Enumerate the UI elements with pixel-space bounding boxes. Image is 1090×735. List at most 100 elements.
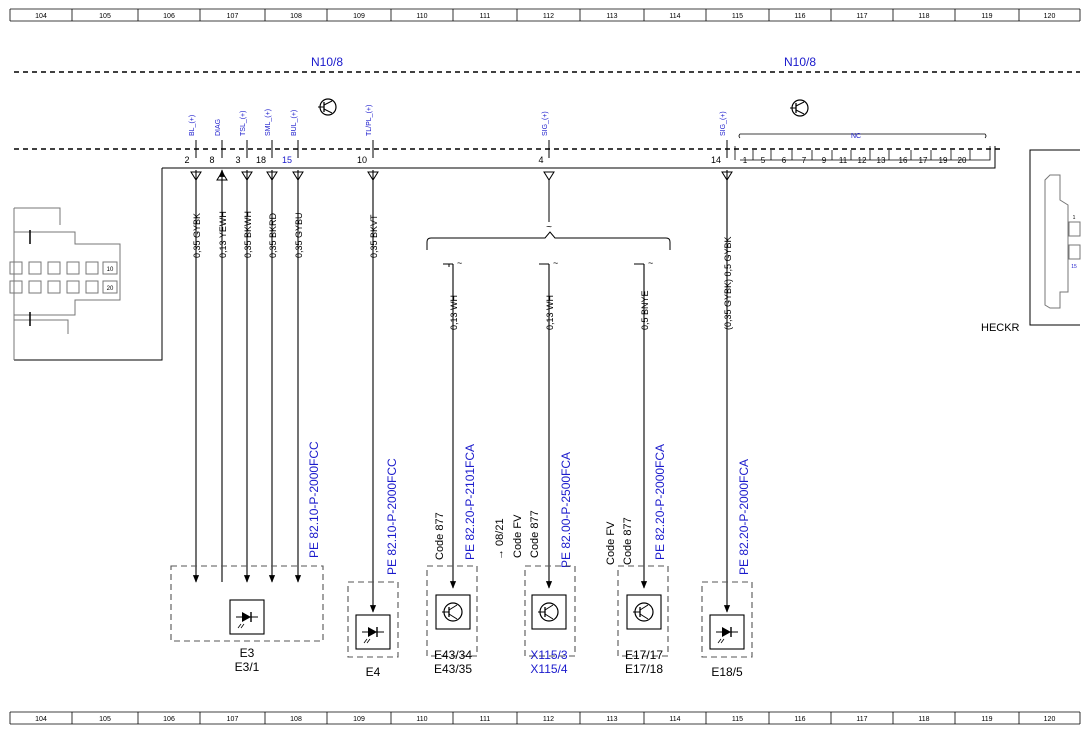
component-label[interactable]: X115/4 <box>530 662 567 676</box>
wire-label[interactable]: 0,35 BKRD <box>268 212 278 258</box>
module-label-right[interactable]: N10/8 <box>784 55 816 69</box>
nc-bracket <box>738 133 987 139</box>
pin-signal-label: SIG_(+) <box>720 111 727 136</box>
splice-bracket <box>426 231 671 250</box>
pin-signal-label: TSL_(+) <box>240 111 247 136</box>
tilde-mark: ~ <box>648 258 653 268</box>
nc-pin-number: 20 <box>958 156 967 165</box>
module-label-left[interactable]: N10/8 <box>311 55 343 69</box>
ruler-cell-label: 105 <box>99 716 111 723</box>
wire-label[interactable]: (0,35 GYBK) 0,5 GYBK <box>723 236 733 330</box>
tilde-mark: ~ <box>546 222 552 233</box>
reference-link-e18[interactable]: PE 82.20-P-2000FCA <box>737 459 751 575</box>
condition-note: Code FV <box>605 521 617 565</box>
ruler-cell-label: 115 <box>732 716 743 723</box>
wire-label[interactable]: 0,35 GYBU <box>294 212 304 258</box>
ruler-cell-label: 109 <box>353 13 365 20</box>
reference-link-x115[interactable]: PE 82.00-P-2500FCA <box>559 452 573 568</box>
nc-pin-number: 6 <box>782 156 787 165</box>
ruler-cell-label: 108 <box>290 13 302 20</box>
wire-label[interactable]: 0,35 BKWH <box>243 211 253 258</box>
wire-label[interactable]: 0,13 WH <box>545 295 555 330</box>
ruler-cell-label: 117 <box>856 13 867 20</box>
component-label: E3 <box>240 646 255 660</box>
tilde-mark: ~ <box>457 258 462 268</box>
pin-signal-label: BL_(+) <box>189 115 196 136</box>
nc-pin-frame <box>734 146 991 161</box>
ruler-cell-label: 105 <box>99 13 111 20</box>
wire-label[interactable]: 0,35 GYBK <box>192 213 202 258</box>
component-label: E17/18 <box>625 662 663 676</box>
junction-arrow <box>543 171 555 181</box>
component-e17[interactable] <box>617 565 669 657</box>
wire-label[interactable]: 0,13 WH <box>449 295 459 330</box>
tilde-mark: ~ <box>553 258 558 268</box>
connector-pin-label: 10 <box>107 267 114 273</box>
nc-pin-number: 1 <box>743 156 748 165</box>
transistor-icon <box>531 594 567 630</box>
component-label: E18/5 <box>711 665 743 679</box>
nc-label: NC <box>851 133 861 140</box>
pin-number: 14 <box>711 155 721 165</box>
ruler-cell-label: 116 <box>794 13 805 20</box>
component-e4[interactable] <box>347 581 399 658</box>
transistor-icon <box>435 594 471 630</box>
ruler-cell-label: 111 <box>480 13 491 20</box>
connector-heckr: 1 15 <box>1029 149 1081 326</box>
connector-label-heckr: HECKR <box>981 322 1020 334</box>
pin-number: 8 <box>209 155 214 165</box>
pin-number: 2 <box>184 155 189 165</box>
wire-label[interactable]: 0,13 YEWH <box>218 211 228 258</box>
nc-pin-number: 5 <box>761 156 766 165</box>
ruler-cell-label: 104 <box>35 13 47 20</box>
ruler-cell-label: 119 <box>981 13 992 20</box>
nc-pin-number: 9 <box>822 156 827 165</box>
ruler-cell-label: 109 <box>353 716 365 723</box>
ruler-cell-label: 120 <box>1044 13 1056 20</box>
component-e3[interactable] <box>170 565 324 642</box>
component-e18[interactable] <box>701 581 753 658</box>
ruler-cell-label: 110 <box>416 13 427 20</box>
reference-link-e17[interactable]: PE 82.20-P-2000FCA <box>653 444 667 560</box>
ruler-cell-label: 117 <box>856 716 867 723</box>
nc-pin-number: 17 <box>919 156 928 165</box>
condition-note: → 08/21 <box>494 518 506 560</box>
wire-label[interactable]: 0,35 BKVT <box>369 214 379 258</box>
ruler-cell-label: 114 <box>669 13 680 20</box>
condition-note: Code FV <box>512 514 524 558</box>
component-label: E3/1 <box>235 660 260 674</box>
nc-pin-number: 11 <box>839 156 848 165</box>
pin-signal-label: BUL_(+) <box>291 110 298 136</box>
reference-link-e43[interactable]: PE 82.20-P-2101FCA <box>463 444 477 560</box>
diode-icon <box>709 614 745 650</box>
pin-signal-label: DIAG <box>215 119 222 136</box>
diode-icon <box>229 599 265 635</box>
condition-note: Code 877 <box>434 512 446 560</box>
component-label: E43/35 <box>434 662 472 676</box>
wire-label[interactable]: 0,5 BNYE <box>640 290 650 330</box>
connector-pin-label: 20 <box>107 286 114 292</box>
component-x115[interactable] <box>524 565 576 657</box>
condition-note: Code 877 <box>529 510 541 558</box>
transistor-icon <box>626 594 662 630</box>
ruler-cell-label: 118 <box>918 13 929 20</box>
component-label[interactable]: X115/3 <box>530 648 567 662</box>
ruler-cell-label: 116 <box>794 716 805 723</box>
reference-link-e4[interactable]: PE 82.10-P-2000FCC <box>385 458 399 575</box>
connector-pin-label: 1 <box>1073 215 1076 221</box>
ruler-cell-label: 115 <box>732 13 743 20</box>
ruler-cell-label: 106 <box>163 13 175 20</box>
nc-pin-number: 7 <box>802 156 807 165</box>
pin-number: 15 <box>282 155 292 165</box>
ruler-cell-label: 113 <box>606 716 617 723</box>
reference-link-e3[interactable]: PE 82.10-P-2000FCC <box>307 441 321 558</box>
ruler-cell-label: 110 <box>416 716 427 723</box>
ruler-cell-label: 118 <box>918 716 929 723</box>
condition-note: Code 877 <box>622 517 634 565</box>
transistor-icon <box>318 98 337 116</box>
ruler-cell-label: 106 <box>163 716 175 723</box>
component-e43[interactable] <box>426 565 478 657</box>
